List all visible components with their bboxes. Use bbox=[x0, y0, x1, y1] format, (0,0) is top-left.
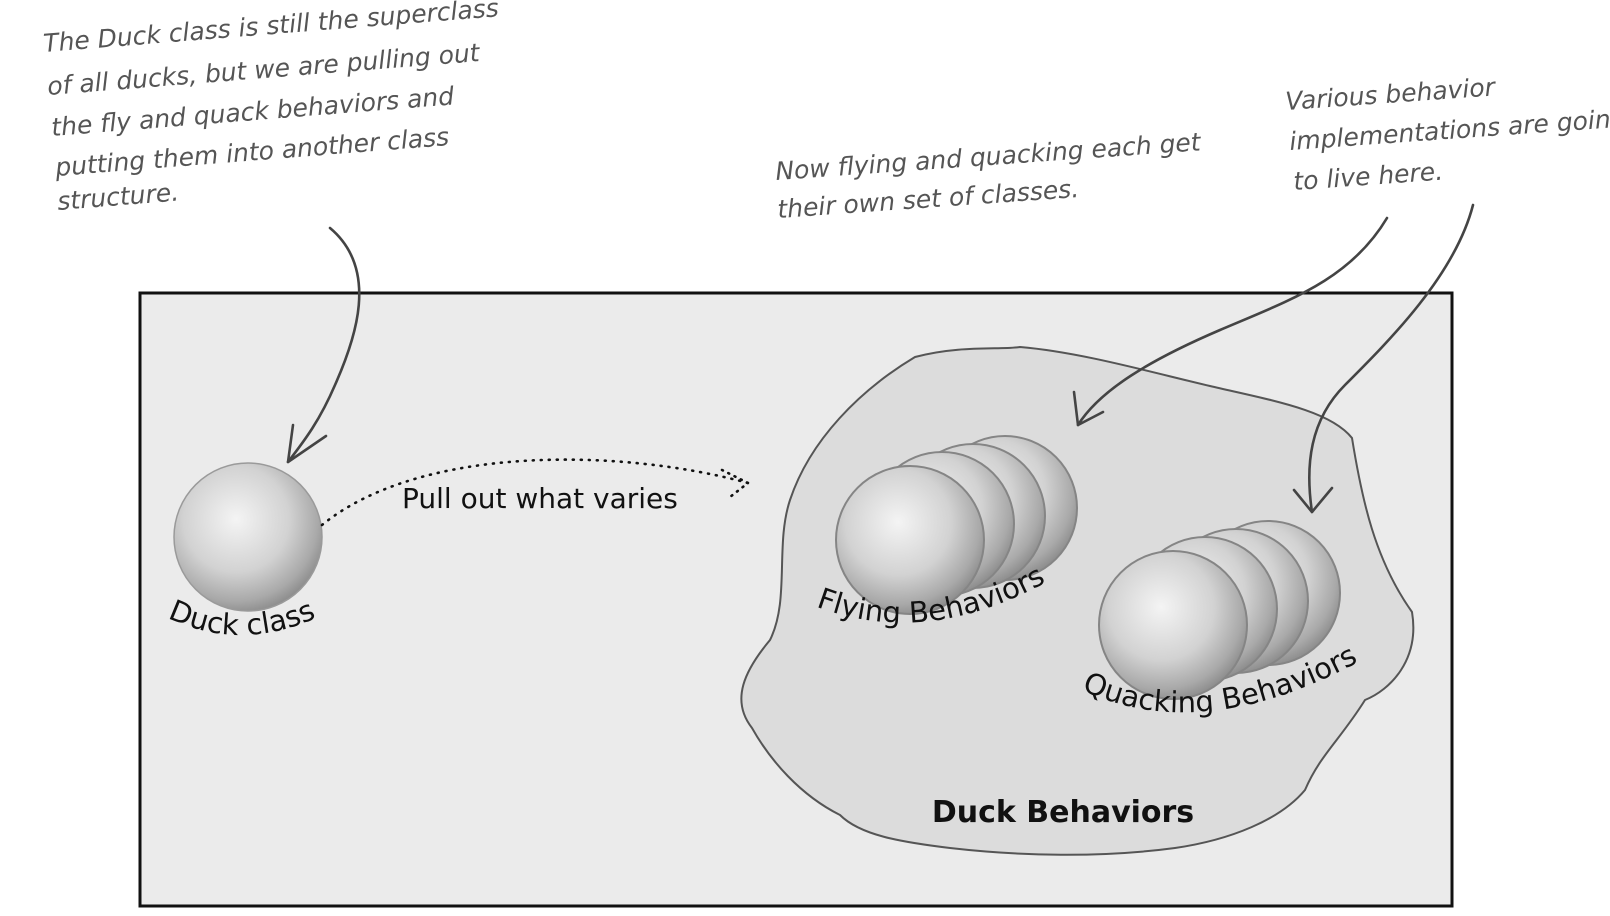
quacking-behavior-sphere bbox=[1098, 550, 1248, 700]
behaviors-annotation: Now flying and quacking each get their o… bbox=[774, 127, 1202, 224]
pull-out-arrowhead bbox=[720, 468, 751, 499]
annotation-line: Now flying and quacking each get bbox=[774, 127, 1202, 186]
pull-out-arrow bbox=[320, 458, 750, 527]
annotation-line: structure. bbox=[56, 178, 180, 216]
quacking-note-arrowhead bbox=[1292, 486, 1334, 514]
pull-out-label: Pull out what varies bbox=[402, 482, 678, 515]
flying-note-arrowhead bbox=[1072, 390, 1105, 427]
annotation-line: Various behavior bbox=[1284, 72, 1497, 116]
implementations-annotation: Various behavior implementations are goi… bbox=[1284, 72, 1610, 196]
annotation-line: to live here. bbox=[1292, 157, 1444, 196]
flying-behavior-sphere bbox=[835, 465, 985, 615]
duck-behaviors-label: Duck Behaviors bbox=[932, 795, 1194, 830]
quacking-behaviors-stack bbox=[1098, 520, 1341, 700]
duck-class-sphere bbox=[173, 462, 323, 612]
flying-behaviors-stack bbox=[835, 435, 1078, 615]
duck-note-arrow bbox=[286, 226, 361, 464]
duck-class-annotation: The Duck class is still the superclass o… bbox=[42, 0, 500, 216]
duck-note-arrowhead bbox=[286, 423, 328, 464]
flying-note-arrow bbox=[1076, 216, 1389, 427]
quacking-note-arrow bbox=[1307, 203, 1475, 514]
